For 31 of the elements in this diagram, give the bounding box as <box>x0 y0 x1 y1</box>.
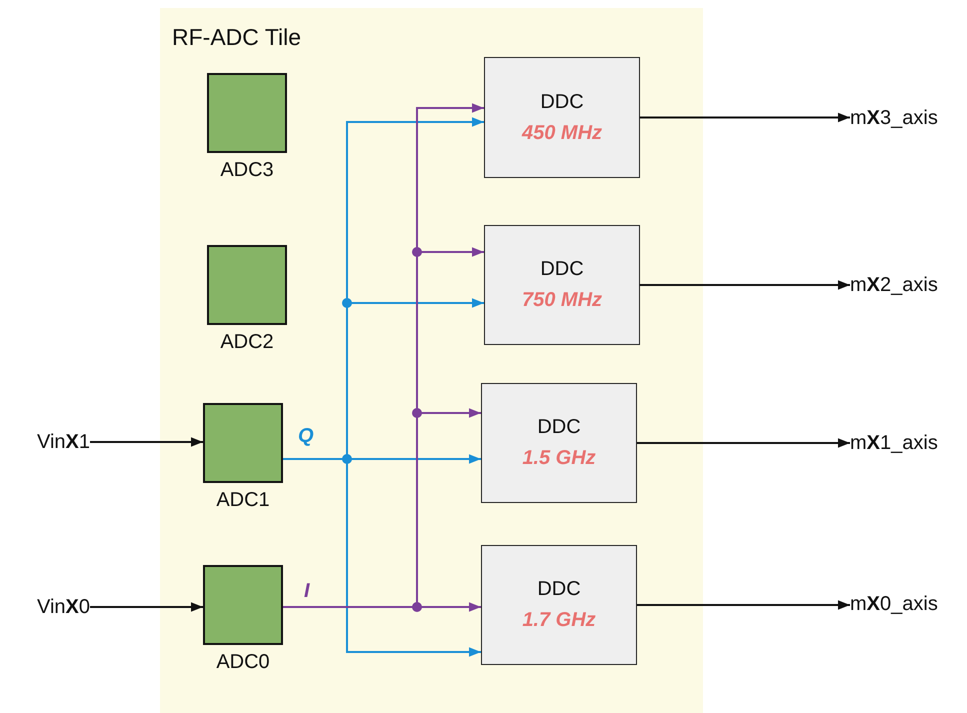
ddc-block <box>481 545 637 665</box>
port-label: mX3_axis <box>850 106 938 130</box>
arrow <box>637 438 850 448</box>
tile-background <box>160 8 703 713</box>
port-label: mX1_axis <box>850 432 938 454</box>
arrow <box>640 280 850 290</box>
port-label: VinX0 <box>36 596 90 618</box>
arrow <box>640 112 850 122</box>
ddc-block <box>484 225 640 345</box>
arrow <box>90 437 203 447</box>
arrow <box>90 602 203 612</box>
adc-label: ADC0 <box>215 651 271 674</box>
arrow <box>637 600 850 610</box>
adc-label: ADC3 <box>219 159 275 182</box>
block-title: DDC <box>537 416 581 439</box>
port-label: mX0_axis <box>850 592 938 616</box>
block-title: DDC <box>540 90 584 114</box>
port-label: mX2_axis <box>850 274 938 296</box>
frequency-label: 750 MHz <box>522 289 602 312</box>
ddc-block <box>481 383 637 503</box>
tile-title: RF-ADC Tile <box>172 24 302 51</box>
adc-label: ADC1 <box>215 489 271 512</box>
frequency-label: 1.5 GHz <box>522 447 596 470</box>
block-title: DDC <box>537 578 581 601</box>
frequency-label: 450 MHz <box>522 122 602 144</box>
ddc-block <box>484 57 640 178</box>
port-label: VinX1 <box>36 430 90 454</box>
edge-label: Q <box>296 425 316 447</box>
frequency-label: 1.7 GHz <box>522 609 596 632</box>
block-title: DDC <box>540 258 584 281</box>
adc-label: ADC2 <box>219 331 275 354</box>
